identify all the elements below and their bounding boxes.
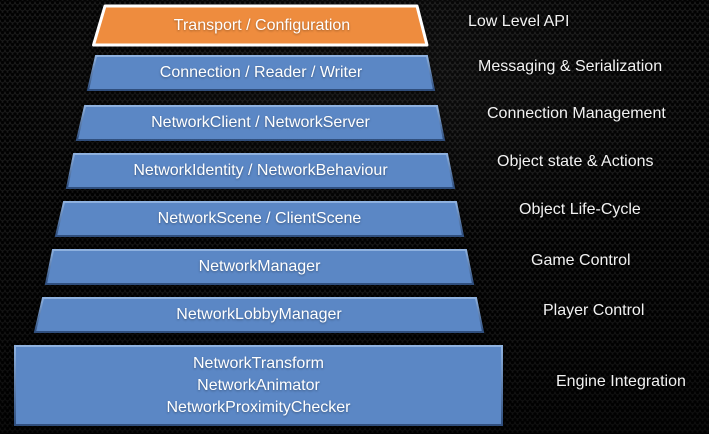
layer-shape — [33, 297, 485, 333]
side-label-player-control: Player Control — [543, 302, 645, 319]
side-label-object-state-actions: Object state & Actions — [497, 153, 654, 170]
layer-shape — [65, 153, 456, 189]
side-label-connection-management: Connection Management — [487, 105, 666, 122]
layer-shape — [14, 345, 503, 426]
side-label-object-life-cycle: Object Life-Cycle — [519, 201, 641, 218]
layer-connection-reader-writer: Connection / Reader / Writer — [86, 55, 436, 91]
layer-networkmanager: NetworkManager — [44, 249, 475, 285]
layer-networkidentity-networkbehaviour: NetworkIdentity / NetworkBehaviour — [65, 153, 456, 189]
layer-engine-components: NetworkTransform NetworkAnimator Network… — [14, 345, 503, 426]
side-label-low-level-api: Low Level API — [468, 13, 570, 30]
layer-networklobbymanager: NetworkLobbyManager — [33, 297, 485, 333]
layer-shape — [75, 105, 446, 141]
layer-shape — [44, 249, 475, 285]
layer-shape — [92, 4, 429, 47]
side-label-engine-integration: Engine Integration — [556, 373, 686, 390]
layer-networkclient-networkserver: NetworkClient / NetworkServer — [75, 105, 446, 141]
layer-networkscene-clientscene: NetworkScene / ClientScene — [54, 201, 465, 237]
layer-shape — [54, 201, 465, 237]
layer-shape — [86, 55, 436, 91]
layer-transport-configuration: Transport / Configuration — [92, 4, 432, 47]
side-label-game-control: Game Control — [531, 252, 631, 269]
side-label-messaging-serialization: Messaging & Serialization — [478, 58, 663, 75]
